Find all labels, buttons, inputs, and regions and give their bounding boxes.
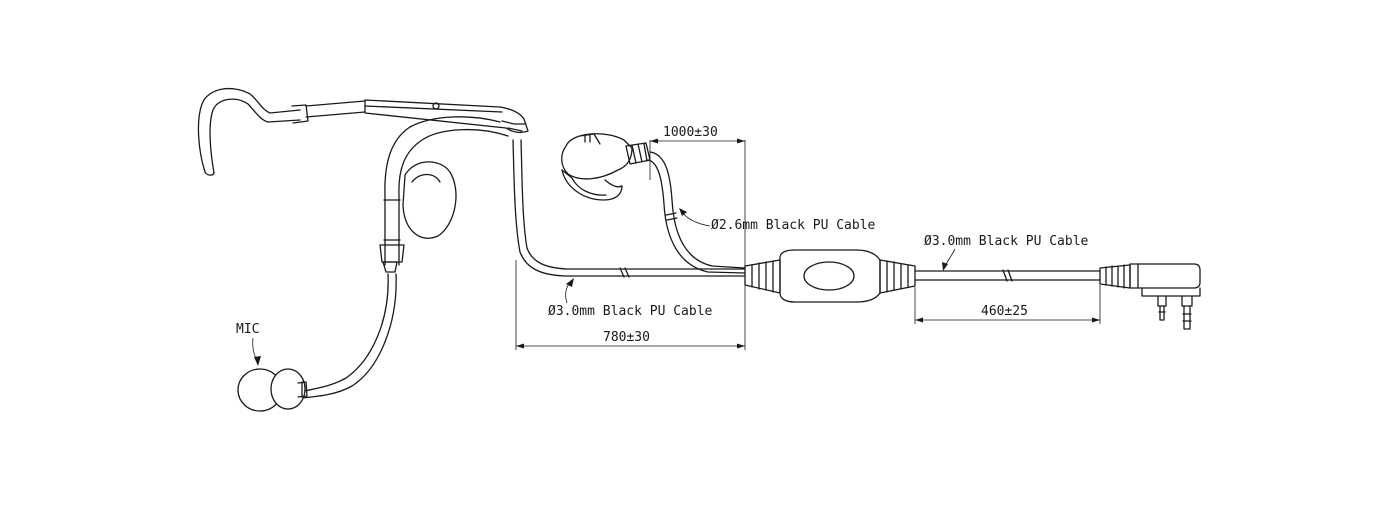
- headband-housing: [364, 99, 529, 134]
- connector-plug: [1099, 263, 1201, 330]
- neck-arm: [384, 116, 501, 266]
- ear-hook: [197, 87, 301, 173]
- dimension-plug-cable: 460±25: [914, 285, 1101, 324]
- mic-capsule: [237, 368, 308, 412]
- lower-cable-spec: Ø3.0mm Black PU Cable: [548, 304, 713, 319]
- callout-upper-cable: Ø3.0mm Black PU Cable: [924, 234, 1089, 271]
- plug-cable: [914, 269, 1101, 282]
- splitter-button: [803, 261, 855, 291]
- earpiece: [561, 133, 651, 201]
- mic-label: MIC: [236, 322, 259, 337]
- earpiece-body: [561, 133, 633, 180]
- cable-splitter: [744, 249, 916, 303]
- upper-cable-spec: Ø3.0mm Black PU Cable: [924, 234, 1089, 249]
- housing-screw: [432, 102, 440, 110]
- ear-cable-spec: Ø2.6mm Black PU Cable: [711, 218, 876, 233]
- callout-lower-cable: Ø3.0mm Black PU Cable: [548, 278, 713, 319]
- headset-cable: [512, 139, 746, 278]
- earpiece-cable: [647, 151, 746, 274]
- ear-cushion: [402, 161, 457, 239]
- plug-cable-length: 460±25: [981, 304, 1028, 319]
- head-cable-length: 780±30: [603, 330, 650, 345]
- dimension-ear-cable: 1000±30: [649, 125, 746, 276]
- headset: MIC: [197, 87, 529, 412]
- mic-boom: [299, 273, 389, 393]
- dimension-head-cable: 780±30: [515, 260, 746, 350]
- ear-cable-length: 1000±30: [663, 125, 718, 140]
- callout-ear-cable: Ø2.6mm Black PU Cable: [679, 208, 876, 233]
